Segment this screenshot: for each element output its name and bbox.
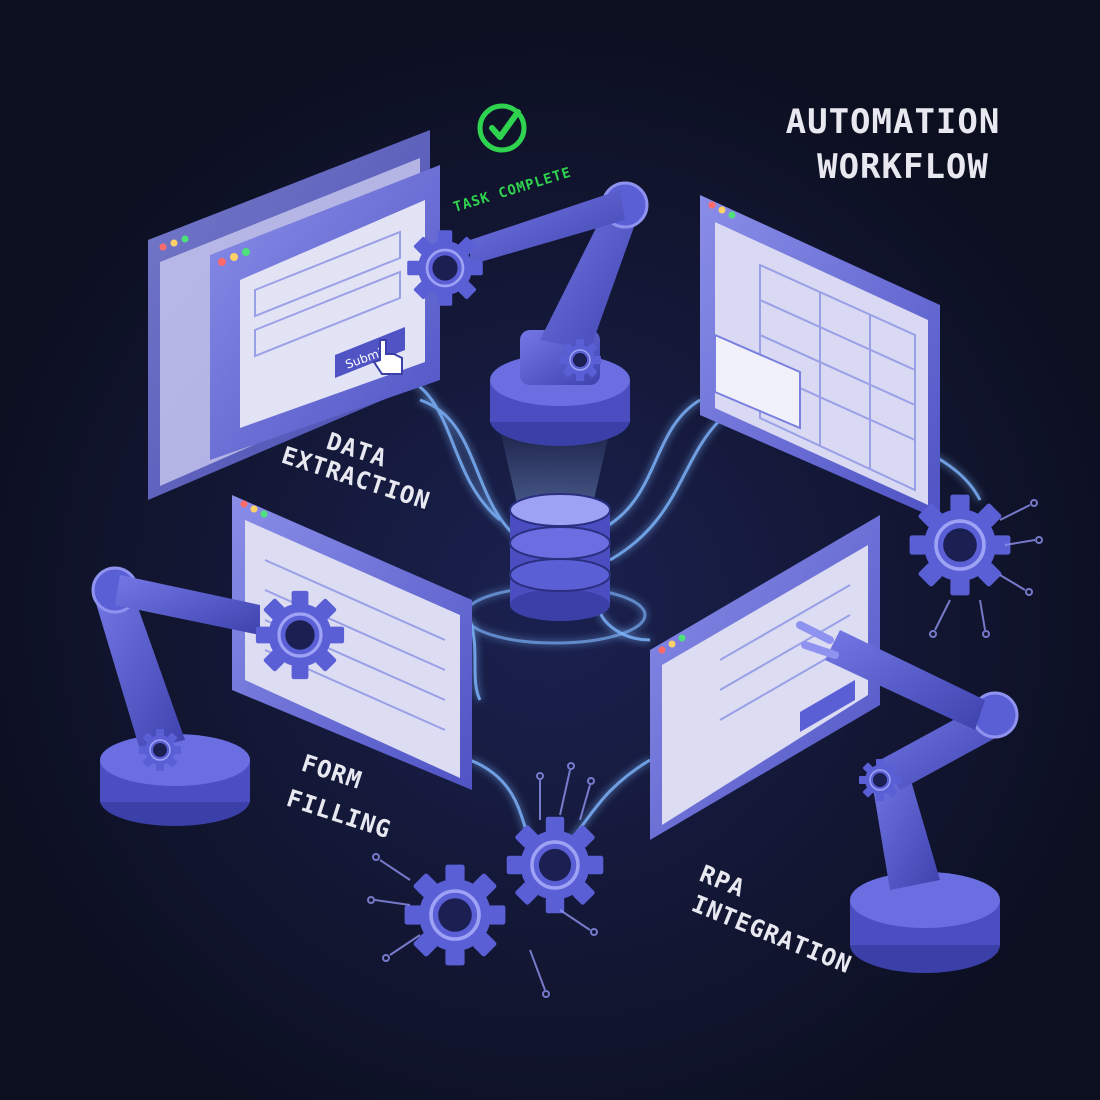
dashboard-popup: [714, 333, 801, 430]
title: AUTOMATION WORKFLOW: [786, 102, 1001, 187]
window-dot-yellow-2: [230, 253, 238, 261]
rpa-panel-screen: [662, 545, 868, 825]
panel-front-screen: [240, 200, 425, 428]
form-field-2: [254, 270, 401, 358]
robot-upper-arm: [540, 200, 640, 350]
dashboard-panel-top-right: [700, 195, 940, 520]
robot-arm-right: [796, 621, 1019, 973]
connection-lines: [379, 368, 982, 842]
circuit-lines-right: [929, 499, 1043, 638]
window-dot-red: [159, 243, 167, 251]
connector-data-extraction-2: [419, 398, 521, 542]
robot-forearm: [470, 190, 625, 265]
gear-icon-bottom-1: [504, 814, 606, 916]
form-field-1: [254, 230, 401, 318]
connector-top-right-panel: [599, 398, 701, 532]
gear-icon-bottom-2: [402, 862, 508, 968]
pointer-hand-icon: [372, 339, 403, 375]
database-icon: [463, 493, 647, 645]
window-dot-green-2: [242, 248, 250, 256]
gears-bottom: [367, 762, 606, 998]
left-robot-upper-arm: [95, 585, 185, 750]
connector-form-filling: [468, 619, 482, 701]
window-dot-yellow: [170, 239, 178, 247]
gear-icon-top-robot: [405, 228, 485, 308]
form-panels-top-left: Submit: [148, 130, 440, 500]
window-dot-red-2: [218, 258, 226, 266]
title-line-2: WORKFLOW: [817, 147, 989, 187]
gear-icon-right-joint: [858, 758, 902, 802]
gear-icon-left-joint: [138, 728, 182, 772]
connector-top-right-panel-2: [609, 418, 722, 562]
gear-icon-right: [907, 492, 1013, 598]
robot-arm-top: [405, 181, 649, 446]
form-panel-right: [650, 515, 880, 840]
gear-icon-robot-joint: [558, 338, 602, 382]
submit-button-shape: [335, 327, 405, 378]
gear-icon-left-robot: [254, 589, 346, 681]
check-circle-icon: [477, 103, 527, 153]
title-line-1: AUTOMATION: [786, 102, 1001, 142]
window-dot-green: [181, 235, 189, 243]
robot-arm-left: [91, 566, 346, 826]
right-robot-forearm: [825, 630, 985, 730]
left-robot-forearm: [115, 575, 260, 635]
